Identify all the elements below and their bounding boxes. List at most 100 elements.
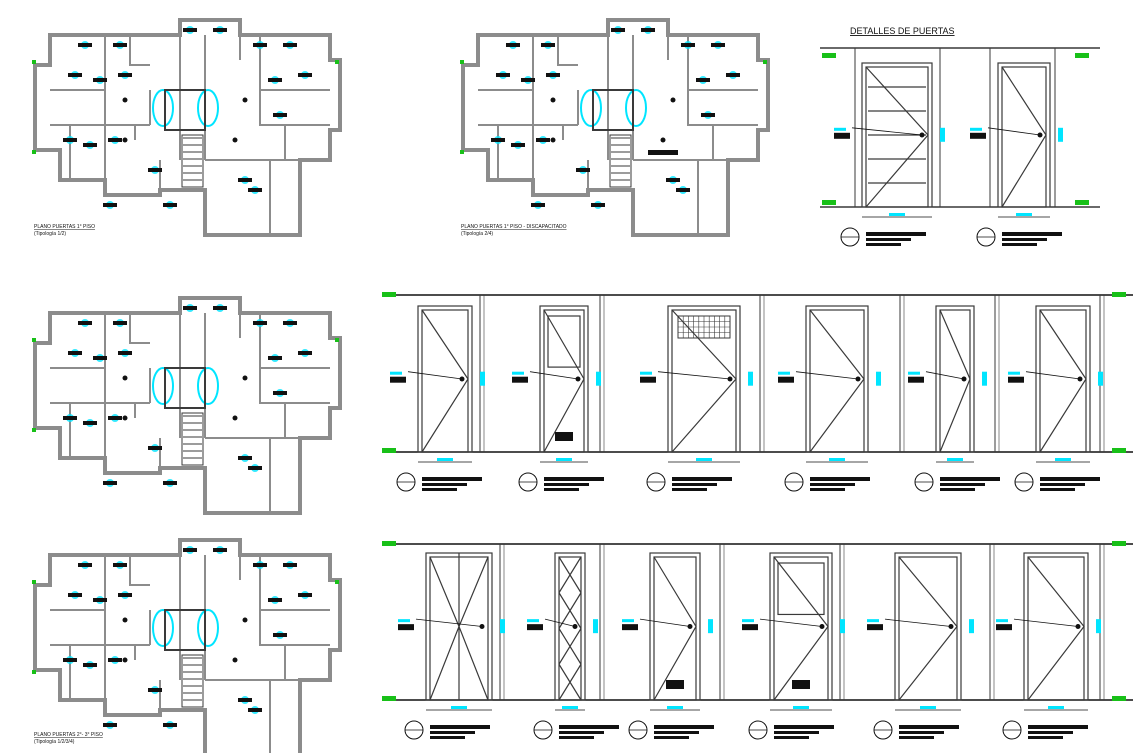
leader-line [851, 127, 923, 136]
level-marker [335, 338, 339, 342]
note-tag [622, 624, 638, 631]
dim-annotation [793, 706, 809, 709]
door-tag [113, 321, 127, 325]
door-tag [666, 178, 680, 182]
door-spec-line [559, 731, 604, 734]
level-marker [822, 200, 836, 205]
room-marker [660, 137, 666, 143]
level-marker [1112, 541, 1126, 546]
door-tag [103, 203, 117, 207]
note-tag [1008, 376, 1024, 383]
door-row2-1 [390, 305, 485, 492]
door-tag [238, 178, 252, 182]
plan-partitions-left [478, 35, 579, 180]
door-tag [298, 73, 312, 77]
level-marker [1112, 696, 1126, 701]
level-marker [32, 150, 36, 154]
door-frame [539, 305, 589, 453]
door-tag [68, 593, 82, 597]
level-marker [822, 53, 836, 58]
door-swing [1027, 556, 1085, 701]
room-marker [122, 657, 128, 663]
door-tag [268, 356, 282, 360]
door-tag [701, 113, 715, 117]
door-tag [506, 43, 520, 47]
door-spec-line [559, 725, 619, 729]
door-tag [78, 43, 92, 47]
room-marker [122, 97, 128, 103]
door-tag [213, 548, 227, 552]
door-tag [213, 306, 227, 310]
door-spec-line [430, 736, 465, 739]
dim-annotation [390, 371, 402, 375]
level-marker [382, 292, 396, 297]
door-tag [696, 78, 710, 82]
door-leaf [865, 66, 929, 208]
plan-circle-right [197, 367, 219, 405]
note-tag [778, 376, 794, 383]
leader-line [544, 618, 576, 627]
door-detail-B [970, 62, 1063, 247]
door-row-2 [382, 292, 1133, 453]
door-tag [63, 138, 77, 142]
door-spec-line [672, 483, 717, 486]
stair-outline [181, 412, 204, 466]
door-tag [83, 143, 97, 147]
door-spec-line [899, 725, 959, 729]
door-spec-line [899, 731, 944, 734]
room-marker [242, 617, 248, 623]
door-tag [491, 138, 505, 142]
plan-lift-box [592, 89, 634, 131]
door-row3-5 [867, 552, 974, 740]
dim-annotation [562, 706, 578, 709]
door-swing [558, 592, 582, 629]
door-tag [591, 203, 605, 207]
note-tag [527, 624, 543, 631]
door-spec-line [430, 725, 490, 729]
dim-annotation [982, 371, 987, 386]
level-marker [1112, 448, 1126, 453]
level-marker [335, 580, 339, 584]
dim-annotation [742, 619, 754, 623]
dim-annotation [1058, 127, 1063, 142]
dim-annotation [778, 371, 790, 375]
door-tag [511, 143, 525, 147]
dim-annotation [1096, 619, 1101, 634]
door-tag [641, 28, 655, 32]
dim-annotation [748, 371, 753, 386]
door-tag [78, 563, 92, 567]
door-tag [531, 203, 545, 207]
door-row3-3 [622, 552, 714, 740]
dim-annotation [867, 619, 879, 623]
plan-outer-wall [461, 18, 770, 237]
dim-annotation [708, 619, 713, 634]
dim-annotation [996, 619, 1008, 623]
door-row2-2 [512, 305, 604, 492]
level-marker [32, 580, 36, 584]
door-tag [113, 43, 127, 47]
door-tag [148, 446, 162, 450]
dim-annotation [840, 619, 845, 634]
door-tag [118, 593, 132, 597]
leader-line [407, 371, 463, 380]
door-vent [666, 680, 684, 689]
room-marker [232, 657, 238, 663]
door-tag [148, 688, 162, 692]
door-spec-line [810, 483, 855, 486]
door-glass [547, 315, 581, 368]
dim-annotation [969, 619, 974, 634]
leader-line [795, 371, 859, 380]
note-tag [834, 132, 850, 139]
door-spec-line [1028, 736, 1063, 739]
door-spec-line [1002, 243, 1037, 246]
door-spec-line [866, 243, 901, 246]
door-tag [298, 593, 312, 597]
note-tag [908, 376, 924, 383]
room-marker [550, 97, 556, 103]
door-spec-line [1040, 488, 1075, 491]
disabled-bath-tag [648, 150, 678, 155]
door-tag [63, 416, 77, 420]
plan-outer-wall [33, 538, 342, 753]
door-tag [253, 563, 267, 567]
door-spec-line [1040, 483, 1085, 486]
